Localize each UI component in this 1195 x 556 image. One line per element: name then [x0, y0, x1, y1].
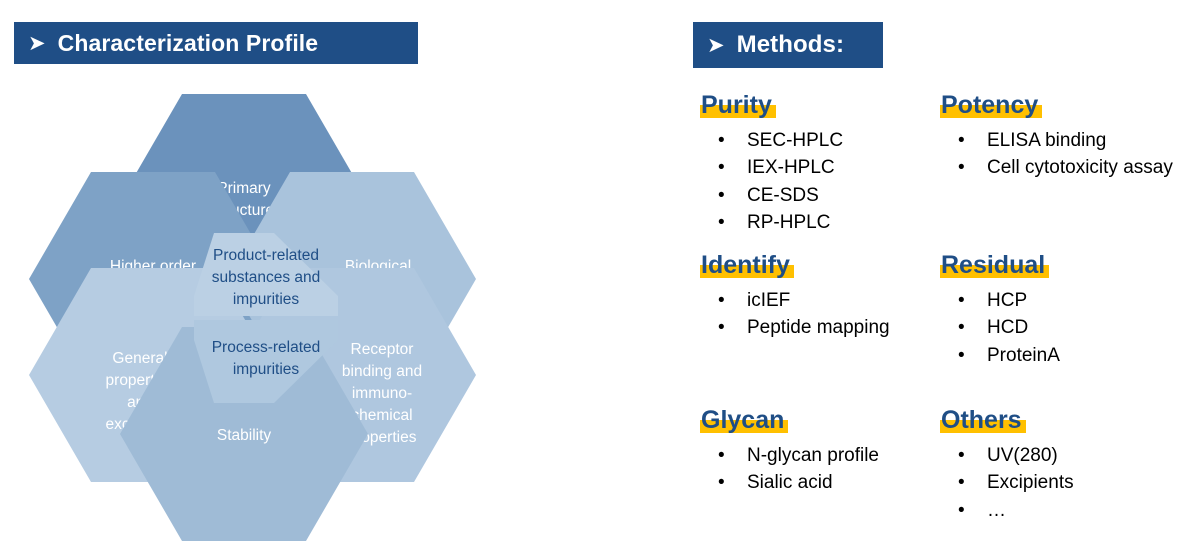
hex-label-line: binding and	[342, 363, 422, 380]
hex-label-line: chemical	[351, 407, 412, 424]
method-heading-residual: Residual	[940, 252, 1050, 279]
method-list-purity: •SEC-HPLC •IEX-HPLC •CE-SDS •RP-HPLC	[700, 128, 940, 236]
bullet-icon: •	[958, 290, 965, 312]
hex-label-line: Product-related	[213, 247, 319, 264]
list-item: •ELISA binding	[940, 128, 1188, 154]
bullet-icon: •	[718, 445, 725, 467]
list-item: •CE-SDS	[700, 183, 940, 209]
bullet-icon: •	[718, 290, 725, 312]
hex-process-related-impurities[interactable]: Process-related impurities	[194, 320, 338, 403]
list-item: •RP-HPLC	[700, 210, 940, 236]
method-block-purity: Purity •SEC-HPLC •IEX-HPLC •CE-SDS •RP-H…	[700, 92, 940, 252]
methods-banner: ➤ Methods:	[693, 22, 883, 68]
characterization-hexagon-diagram: Primary structure Higher order structure…	[18, 80, 488, 556]
list-item: •icIEF	[700, 288, 940, 314]
list-item: •HCD	[940, 315, 1188, 341]
highlight-bar	[940, 105, 1043, 119]
hex-label-line: Stability	[217, 427, 272, 444]
bullet-icon: •	[718, 317, 725, 339]
highlight-bar	[700, 105, 776, 119]
list-item: •Sialic acid	[700, 470, 940, 496]
list-item: •Cell cytotoxicity assay	[940, 155, 1188, 181]
bullet-icon: •	[718, 211, 725, 233]
method-list-identify: •icIEF • Peptide mapping	[700, 288, 940, 341]
highlight-bar	[940, 265, 1050, 279]
characterization-profile-banner: ➤ Characterization Profile	[14, 22, 418, 64]
method-heading-glycan: Glycan	[700, 407, 789, 434]
list-item: •Excipients	[940, 470, 1188, 496]
method-block-identify: Identify •icIEF • Peptide mapping	[700, 252, 940, 407]
list-item: •SEC-HPLC	[700, 128, 940, 154]
bullet-icon: •	[958, 472, 965, 494]
bullet-icon: •	[958, 157, 965, 179]
bullet-icon: •	[958, 499, 965, 521]
methods-title: Methods:	[736, 31, 845, 58]
bullet-icon: •	[718, 157, 725, 179]
method-block-glycan: Glycan •N-glycan profile •Sialic acid	[700, 407, 940, 550]
list-item: •ProteinA	[940, 343, 1188, 369]
hex-label-line: Receptor	[351, 341, 414, 358]
bullet-icon: •	[958, 445, 965, 467]
method-list-glycan: •N-glycan profile •Sialic acid	[700, 443, 940, 496]
page-title: Characterization Profile	[57, 29, 319, 56]
hex-label-line: substances and	[212, 269, 321, 286]
hex-label-line: Primary	[217, 180, 271, 197]
bullet-icon: •	[958, 317, 965, 339]
method-heading-others: Others	[940, 407, 1026, 434]
bullet-icon: •	[718, 184, 725, 206]
method-list-residual: •HCP •HCD •ProteinA	[940, 288, 1188, 369]
hex-stability[interactable]: Stability	[120, 327, 368, 541]
bullet-icon: •	[718, 472, 725, 494]
bullet-icon: •	[958, 130, 965, 152]
method-block-potency: Potency •ELISA binding •Cell cytotoxicit…	[940, 92, 1188, 252]
chevron-right-icon: ➤	[28, 30, 46, 55]
method-list-potency: •ELISA binding •Cell cytotoxicity assay	[940, 128, 1188, 181]
highlight-bar	[700, 265, 794, 279]
bullet-icon: •	[958, 344, 965, 366]
hex-label-line: impurities	[233, 291, 300, 308]
highlight-bar	[940, 420, 1026, 434]
hex-label-line: immuno-	[352, 385, 412, 402]
bullet-icon: •	[718, 130, 725, 152]
list-item: •HCP	[940, 288, 1188, 314]
method-heading-potency: Potency	[940, 92, 1043, 119]
hex-label-line: General	[112, 350, 167, 367]
method-block-others: Others •UV(280) •Excipients •…	[940, 407, 1188, 550]
method-block-residual: Residual •HCP •HCD •ProteinA	[940, 252, 1188, 407]
method-heading-purity: Purity	[700, 92, 776, 119]
methods-grid: Purity •SEC-HPLC •IEX-HPLC •CE-SDS •RP-H…	[700, 92, 1188, 550]
highlight-bar	[700, 420, 789, 434]
chevron-right-icon: ➤	[707, 32, 725, 57]
hex-label-line: impurities	[233, 361, 300, 378]
list-item: •IEX-HPLC	[700, 155, 940, 181]
list-item: • Peptide mapping	[700, 315, 940, 341]
list-item: •UV(280)	[940, 443, 1188, 469]
list-item: •N-glycan profile	[700, 443, 940, 469]
method-list-others: •UV(280) •Excipients •…	[940, 443, 1188, 524]
hex-product-related-substances-and-impurities[interactable]: Product-related substances and impuritie…	[194, 233, 338, 316]
method-heading-identify: Identify	[700, 252, 794, 279]
list-item: •…	[940, 498, 1188, 524]
hex-label-line: Process-related	[212, 339, 321, 356]
